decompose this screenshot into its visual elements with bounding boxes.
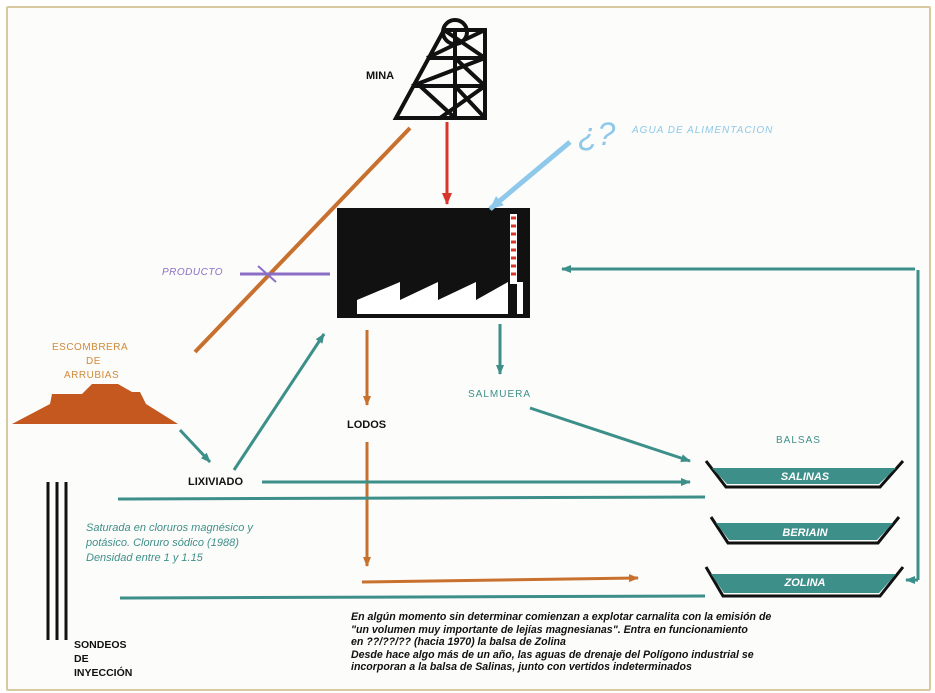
bottom-note-line-2: "un volumen muy importante de lejías mag… [351,623,748,636]
label-beriain: BERIAIN [782,527,828,539]
bottom-note-line-1: En algún momento sin determinar comienza… [351,611,772,623]
balsa-salinas [704,460,905,489]
teal-note-line-1: Saturada en cloruros magnésico y [86,522,253,534]
bottom-note-line-4: Desde hace algo más de un año, las aguas… [351,648,754,661]
mine-headframe-icon [392,18,487,120]
bottom-note-line-3: en ??/??/?? (hacia 1970) la balsa de Zol… [351,636,566,648]
label-lixiviado: LIXIVIADO [188,476,244,488]
label-sondeos-1: SONDEOS [74,639,127,651]
line-producto-tick [257,265,277,283]
arrow-salmuera-salinas [529,406,691,463]
line-salinas-left [117,495,706,501]
label-producto: PRODUCTO [162,267,224,278]
label-balsas: BALSAS [776,435,821,446]
escombrera-pile-icon [12,384,178,424]
label-agua: AGUA DE ALIMENTACION [632,125,774,136]
label-question: ¿? [578,116,616,152]
injection-wells-icon [46,482,68,640]
label-lodos: LODOS [347,419,387,431]
teal-note-line-2: potásico. Cloruro sódico (1988) [86,537,239,549]
balsa-zolina [704,566,905,598]
label-sondeos-2: DE [74,653,89,665]
label-escombrera-3: ARRUBIAS [64,370,120,381]
arrow-escombrera-lixiviado [178,428,212,464]
label-salinas: SALINAS [780,471,830,483]
label-salmuera: SALMUERA [468,389,532,400]
arrow-lixiviado-fabrica [232,333,326,471]
line-zolina-left [119,594,706,600]
label-escombrera-1: ESCOMBRERA [52,342,129,353]
factory-icon [337,208,530,318]
line-mina-escombrera [193,126,412,354]
label-sondeos-3: INYECCIÓN [74,667,133,679]
arrow-agua-fabrica [488,140,572,211]
arrow-orange-horizontal [361,574,639,584]
label-mina: MINA [366,70,395,82]
teal-note-line-3: Densidad entre 1 y 1.15 [86,552,203,564]
bottom-note: En algún momento sin determinar comienza… [351,611,931,674]
bottom-note-line-5: incorporan a la balsa de Salinas, junto … [351,661,692,673]
balsa-beriain [709,516,901,545]
label-escombrera-2: DE [86,356,101,367]
label-zolina: ZOLINA [784,577,826,589]
